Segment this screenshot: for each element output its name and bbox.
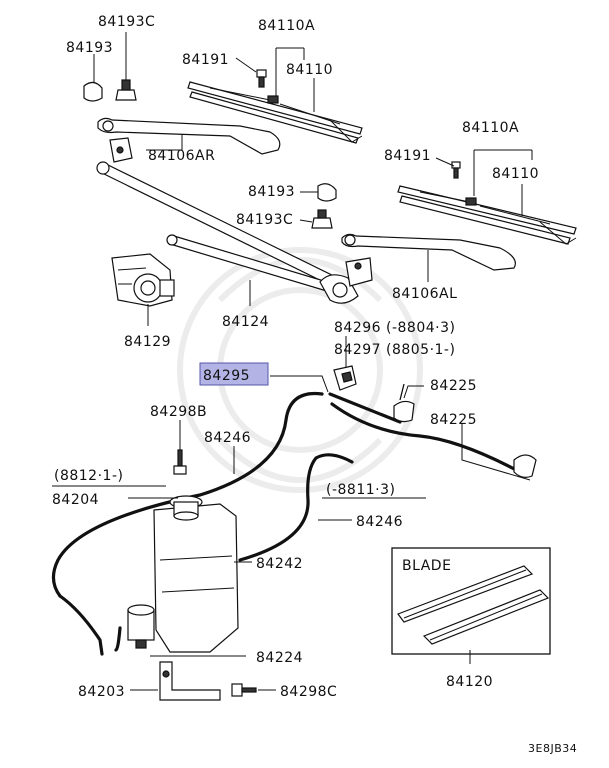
blade-title: BLADE bbox=[402, 558, 451, 574]
label-8812: (8812·1-) bbox=[54, 468, 123, 484]
label-84246-mid[interactable]: 84246 bbox=[356, 514, 403, 530]
wiper-arm-84106ar[interactable] bbox=[97, 117, 281, 163]
cap-84193-mid[interactable] bbox=[317, 183, 337, 202]
washer-hoses[interactable] bbox=[51, 391, 530, 656]
label-84124[interactable]: 84124 bbox=[222, 314, 269, 330]
wiper-blade-top[interactable] bbox=[187, 81, 363, 144]
label-84193-top[interactable]: 84193 bbox=[66, 40, 113, 56]
label-84295[interactable]: 84295 bbox=[203, 368, 250, 384]
wiper-arm-84106al[interactable] bbox=[341, 233, 516, 271]
wiper-motor-84129[interactable] bbox=[111, 253, 175, 307]
label-8811: (-8811·3) bbox=[326, 482, 395, 498]
washer-reservoir-84242[interactable] bbox=[153, 495, 239, 653]
label-84225-top[interactable]: 84225 bbox=[430, 378, 477, 394]
label-84224[interactable]: 84224 bbox=[256, 650, 303, 666]
diagram-id: 3E8JB34 bbox=[528, 742, 577, 755]
bolt-84191-right[interactable] bbox=[451, 161, 461, 179]
label-84193c-mid[interactable]: 84193C bbox=[236, 212, 293, 228]
label-84204[interactable]: 84204 bbox=[52, 492, 99, 508]
label-84298c[interactable]: 84298C bbox=[280, 684, 337, 700]
label-84110a-top[interactable]: 84110A bbox=[258, 18, 315, 34]
washer-pump-84224[interactable] bbox=[127, 604, 155, 649]
label-84296[interactable]: 84296 (-8804·3) bbox=[334, 320, 455, 336]
leader-lines bbox=[52, 32, 533, 691]
label-84297[interactable]: 84297 (8805·1-) bbox=[334, 342, 455, 358]
label-84203[interactable]: 84203 bbox=[78, 684, 125, 700]
label-84246-top[interactable]: 84246 bbox=[204, 430, 251, 446]
bolt-84298c[interactable] bbox=[231, 683, 257, 697]
highlight-84295 bbox=[199, 362, 269, 386]
nozzle-84225-top[interactable] bbox=[393, 383, 415, 423]
wiper-blade-right[interactable] bbox=[397, 185, 577, 245]
cap-84193-top[interactable] bbox=[83, 81, 103, 102]
label-84110-top[interactable]: 84110 bbox=[286, 62, 333, 78]
label-84110a-right[interactable]: 84110A bbox=[462, 120, 519, 136]
label-84129[interactable]: 84129 bbox=[124, 334, 171, 350]
bracket-84203[interactable] bbox=[159, 661, 221, 701]
label-84225-right[interactable]: 84225 bbox=[430, 412, 477, 428]
blade-inset bbox=[391, 547, 551, 655]
label-84242[interactable]: 84242 bbox=[256, 556, 303, 572]
bolt-84298b[interactable] bbox=[173, 449, 187, 475]
label-84106ar[interactable]: 84106AR bbox=[148, 148, 215, 164]
label-84110-right[interactable]: 84110 bbox=[492, 166, 539, 182]
label-84106al[interactable]: 84106AL bbox=[392, 286, 457, 302]
nozzle-84225-right[interactable] bbox=[513, 454, 537, 478]
label-84298b[interactable]: 84298B bbox=[150, 404, 207, 420]
linkage-84124[interactable] bbox=[96, 161, 373, 304]
label-84191-top[interactable]: 84191 bbox=[182, 52, 229, 68]
joint-84296-84297[interactable] bbox=[333, 365, 357, 391]
label-84193-mid[interactable]: 84193 bbox=[248, 184, 295, 200]
nut-84193c-top[interactable] bbox=[115, 79, 137, 101]
bolt-84191-top[interactable] bbox=[256, 69, 267, 88]
label-84193c-top[interactable]: 84193C bbox=[98, 14, 155, 30]
nut-84193c-mid[interactable] bbox=[311, 209, 333, 229]
part-labels: 84193C 84193 84110A 84191 84110 84106AR … bbox=[52, 14, 577, 755]
label-84120[interactable]: 84120 bbox=[446, 674, 493, 690]
label-84191-right[interactable]: 84191 bbox=[384, 148, 431, 164]
